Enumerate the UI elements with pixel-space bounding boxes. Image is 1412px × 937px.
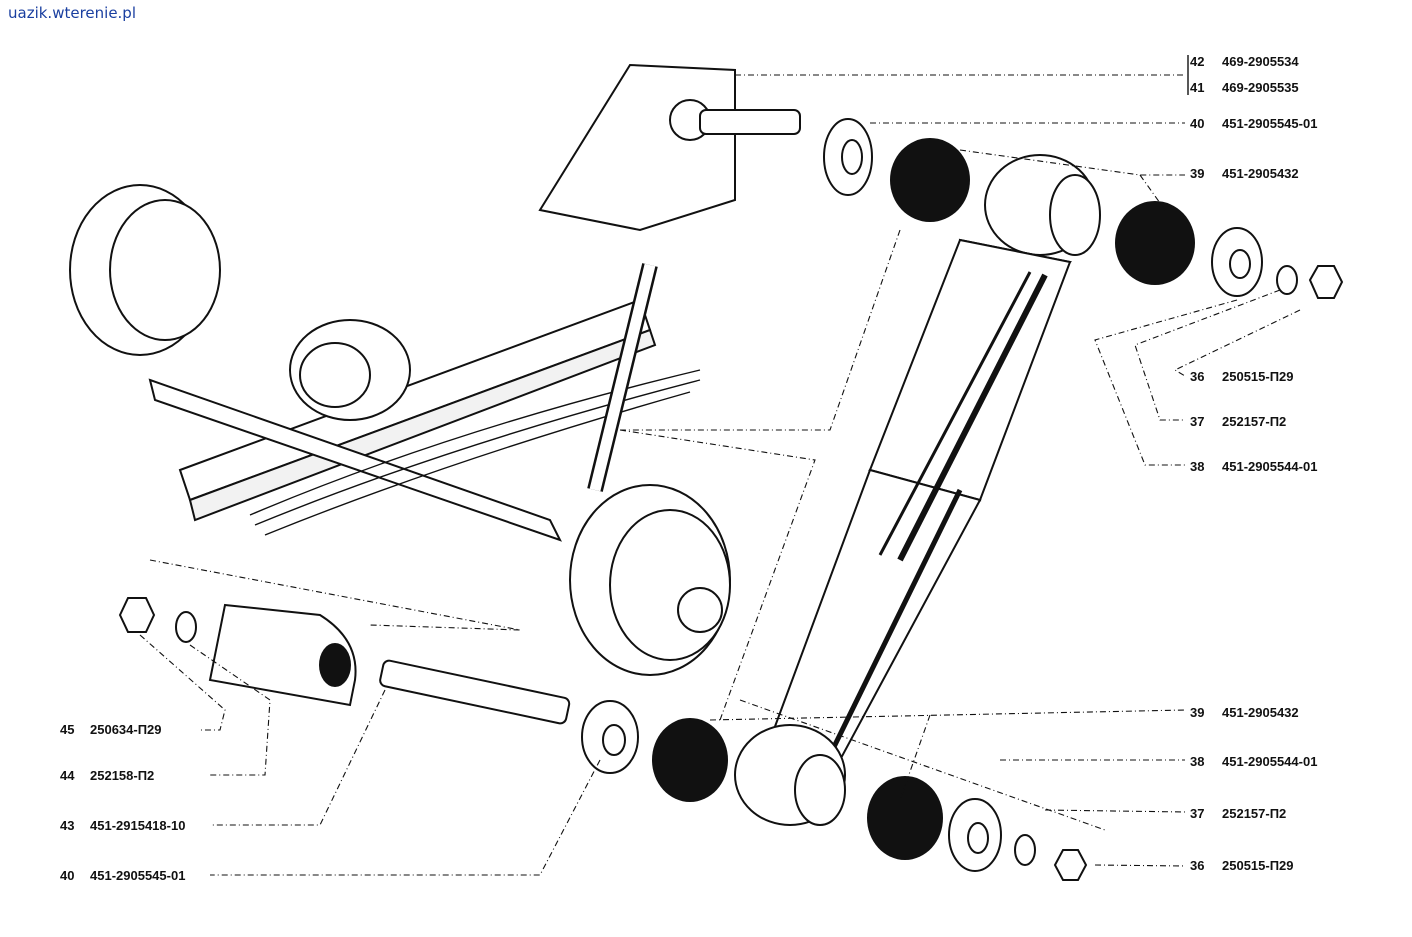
callout-part: 252157-П2: [1222, 414, 1286, 429]
callout-num: 43: [60, 818, 74, 833]
callout-part: 451-2905432: [1222, 166, 1299, 181]
frame-bracket: [538, 63, 736, 232]
axle-housing: [148, 378, 562, 542]
lower-mount-bracket: [208, 603, 357, 707]
callout-num: 41: [1190, 80, 1204, 95]
callout-num: 40: [60, 868, 74, 883]
callout-num: 45: [60, 722, 74, 737]
callout-part: 451-2905544-01: [1222, 754, 1317, 769]
lock-washer-37-top: [1276, 265, 1298, 295]
callout-part: 451-2905545-01: [1222, 116, 1317, 131]
callout-part: 469-2905535: [1222, 80, 1299, 95]
callout-part: 451-2905544-01: [1222, 459, 1317, 474]
rear-axle-assembly: [69, 63, 736, 676]
callout-part: 469-2905534: [1222, 54, 1299, 69]
nut-36-bottom: [1053, 849, 1088, 881]
callout-part: 451-2905545-01: [90, 868, 185, 883]
lock-washer-44: [175, 611, 197, 643]
callout-num: 44: [60, 768, 75, 783]
wheel-hub: [677, 587, 723, 633]
leader-lines-right: [619, 55, 1301, 867]
callout-num: 36: [1190, 858, 1204, 873]
callout-part: 451-2905432: [1222, 705, 1299, 720]
callout-num: 39: [1190, 705, 1204, 720]
callout-num: 36: [1190, 369, 1204, 384]
callout-part: 252158-П2: [90, 768, 154, 783]
leader-lines-left: [139, 559, 601, 876]
leaf-spring: [249, 369, 701, 516]
callout-part: 250634-П29: [90, 722, 162, 737]
differential-cover: [299, 342, 371, 408]
lock-washer-37-bottom: [1014, 834, 1036, 866]
nut-36-top: [1308, 265, 1344, 299]
callouts-left: 45 250634-П29 44 252158-П2 43 451-291541…: [60, 722, 185, 883]
callout-num: 38: [1190, 459, 1204, 474]
bushing-39-bottom-a: [652, 718, 728, 802]
frame-rail: [178, 298, 652, 502]
callout-num: 42: [1190, 54, 1204, 69]
callout-num: 37: [1190, 806, 1204, 821]
callout-num: 38: [1190, 754, 1204, 769]
frame-rail-web: [188, 328, 657, 522]
callout-part: 252157-П2: [1222, 806, 1286, 821]
nut-45: [118, 597, 156, 633]
bushing-39-top-a: [890, 138, 970, 222]
callout-part: 250515-П29: [1222, 369, 1294, 384]
shock-absorber: [734, 154, 1101, 826]
bushing-39-bottom-b: [867, 776, 943, 860]
lower-mount-pin-43: [379, 659, 571, 725]
site-watermark-link[interactable]: uazik.wterenie.pl: [8, 4, 136, 22]
upper-mount-pin: [669, 99, 801, 141]
callout-part: 451-2915418-10: [90, 818, 185, 833]
bushing-39-top-b: [1115, 201, 1195, 285]
callout-num: 40: [1190, 116, 1204, 131]
callouts-right: 42 469-2905534 41 469-2905535 40 451-290…: [1190, 54, 1317, 873]
callout-num: 39: [1190, 166, 1204, 181]
callout-part: 250515-П29: [1222, 858, 1294, 873]
callout-num: 37: [1190, 414, 1204, 429]
